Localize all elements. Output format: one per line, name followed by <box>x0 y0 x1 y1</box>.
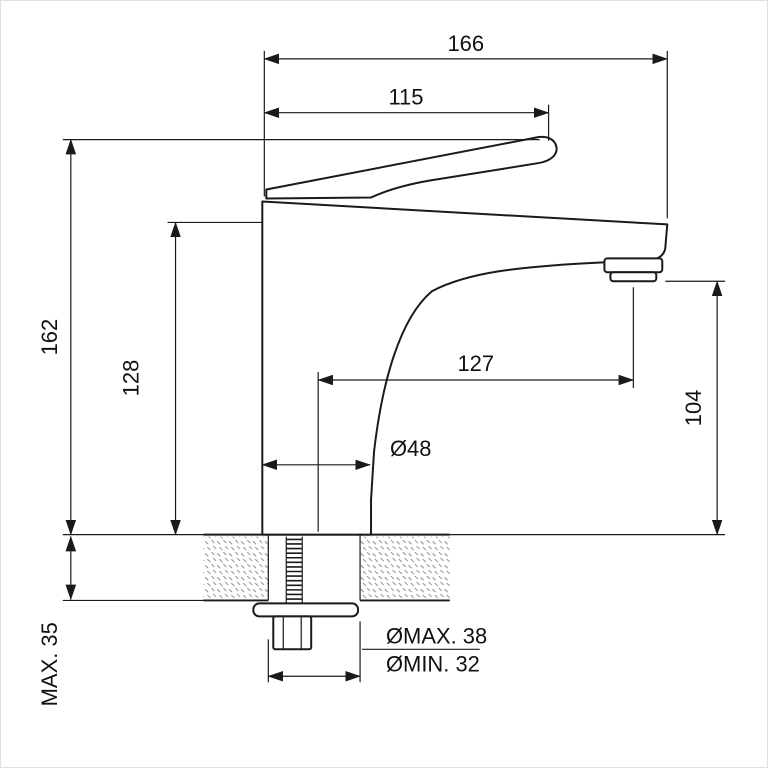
faucet-handle <box>265 136 558 200</box>
dim-label-spout-reach: 127 <box>457 351 494 376</box>
dim-label-hole-min: ØMIN. 32 <box>386 651 480 676</box>
mounting-hardware <box>252 536 360 651</box>
aerator <box>603 257 664 274</box>
aerator-ring <box>609 271 658 283</box>
dim-label-base-diameter: Ø48 <box>390 436 431 461</box>
dim-label-total-height: 162 <box>37 319 62 356</box>
faucet-outline <box>261 136 669 536</box>
dim-label-handle-projection: 115 <box>388 85 423 110</box>
countertop-section <box>203 534 450 602</box>
mounting-nut <box>272 615 313 651</box>
dimension-labels: 166 115 162 128 127 104 Ø48 MAX. 35 ØMAX… <box>37 31 706 706</box>
dim-label-body-height: 128 <box>119 360 144 397</box>
dimension-lines <box>62 50 726 683</box>
dim-label-max-deck-thickness: MAX. 35 <box>37 622 62 706</box>
dim-label-hole-max: ØMAX. 38 <box>386 623 487 648</box>
dim-label-outlet-height: 104 <box>681 390 706 427</box>
dim-label-total-projection: 166 <box>447 31 484 56</box>
mounting-washer <box>252 602 360 618</box>
